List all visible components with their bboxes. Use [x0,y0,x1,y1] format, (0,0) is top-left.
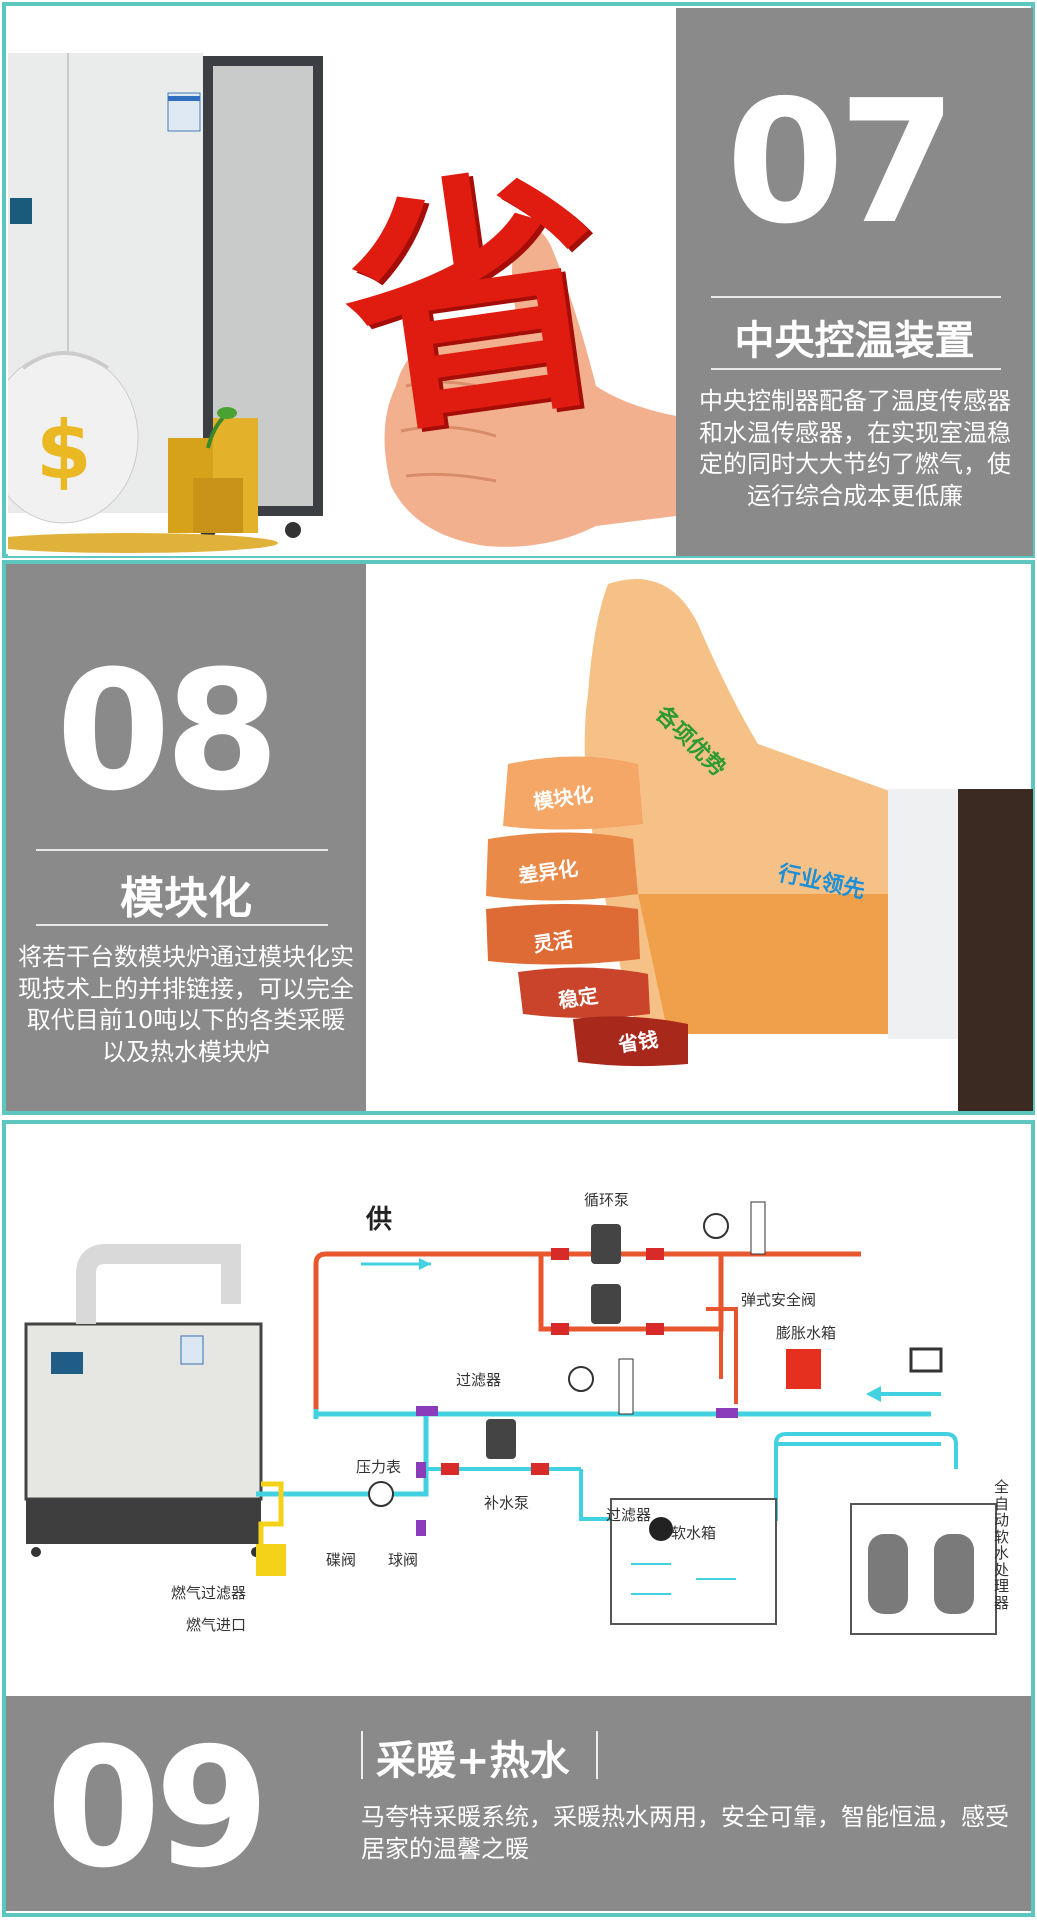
svg-text:$: $ [36,404,92,497]
heating-system-diagram: 供 循环泵 弹式安全阀 膨胀水箱 过滤器 压力表 补水泵 过滤器 软水箱 碟阀 … [6,1124,1031,1684]
section-08-info-panel: 08 模块化 将若干台数模块炉通过模块化实现技术上的并排链接，可以完全取代目前1… [6,564,366,1111]
gas-inlet-label: 燃气进口 [186,1616,247,1634]
puzzle-label: 稳定 [556,983,600,1013]
section-title: 模块化 [120,873,252,924]
filter-bottom-label: 过滤器 [606,1506,652,1524]
section-description: 中央控制器配备了温度传感器和水温传感器，在实现室温稳定的同时大大节约了燃气，使运… [699,387,1011,511]
section-number: 08 [56,635,280,827]
gas-filter-label: 燃气过滤器 [171,1584,247,1602]
circulation-pump-label: 循环泵 [584,1191,630,1209]
divider-right [596,1731,598,1779]
section-title: 中央控温装置 [734,318,975,364]
pressure-gauge-label: 压力表 [356,1458,402,1476]
section-number: 07 [726,64,957,262]
safety-valve-label: 弹式安全阀 [741,1291,817,1309]
puzzle-label: 省钱 [616,1027,660,1057]
softener-label: 全自动软水处理器 [994,1478,1010,1612]
section-description: 马夸特采暖系统，采暖热水两用，安全可靠，智能恒温，感受居家的温馨之暖 [361,1803,1009,1864]
soft-water-tank-label: 软水箱 [671,1524,717,1542]
divider [711,368,1001,370]
section-number: 09 [46,1712,270,1904]
section-07: $ 省 07 中央控温装置 中央控制器配备了温度传感器和水温传感器，在实现室温稳… [2,2,1035,558]
fist-holding-character-image: 省 [326,138,676,556]
section-08: 08 模块化 将若干台数模块炉通过模块化实现技术上的并排链接，可以完全取代目前1… [2,560,1035,1115]
divider [711,296,1001,298]
boiler-cabinet-image: $ [8,8,678,556]
divider-left [361,1731,363,1779]
puzzle-label: 灵活 [531,927,575,957]
section-title: 采暖+热水 [376,1738,570,1784]
expansion-tank-label: 膨胀水箱 [776,1324,837,1342]
butterfly-valve-label: 碟阀 [326,1551,357,1569]
section-09: 供 循环泵 弹式安全阀 膨胀水箱 过滤器 压力表 补水泵 过滤器 软水箱 碟阀 … [2,1120,1035,1917]
save-character: 省 [326,138,626,474]
section-description: 将若干台数模块炉通过模块化实现技术上的并排链接，可以完全取代目前10吨以下的各类… [18,943,354,1067]
ball-valve-label: 球阀 [388,1551,419,1569]
makeup-pump-label: 补水泵 [484,1494,530,1512]
supply-label: 供 [366,1205,393,1235]
section-07-info-panel: 07 中央控温装置 中央控制器配备了温度传感器和水温传感器，在实现室温稳定的同时… [676,8,1033,556]
divider [36,849,328,851]
section-09-info-panel: 09 采暖+热水 马夸特采暖系统，采暖热水两用，安全可靠，智能恒温，感受居家的温… [6,1696,1031,1911]
divider [36,924,328,926]
filter-top-label: 过滤器 [456,1371,502,1389]
thumbs-up-puzzle-image: 各项优势 行业领先 模块化 差异化 灵活 稳定 省钱 [368,564,1033,1111]
